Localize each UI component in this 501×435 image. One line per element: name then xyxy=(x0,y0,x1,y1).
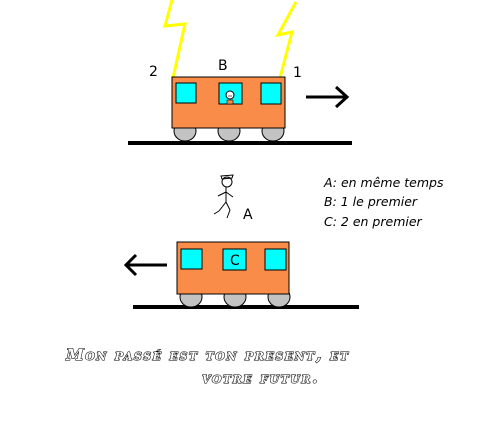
lightning-bolt-left xyxy=(162,0,187,79)
stick-figure-person-icon xyxy=(213,174,234,219)
person-a-label: A xyxy=(243,207,253,223)
train-window xyxy=(264,248,287,271)
arrow-right-icon xyxy=(306,85,350,109)
lightning-bolt-right xyxy=(275,1,298,79)
legend-line-c: C: 2 en premier xyxy=(324,214,423,229)
legend-line-b: B: 1 le premier xyxy=(324,194,418,209)
observer-1-label: 1 xyxy=(293,65,302,81)
train-window xyxy=(180,248,203,270)
caption-line-2: votre futur. xyxy=(202,368,319,387)
window-b-label: B xyxy=(218,58,228,74)
arrow-left-icon xyxy=(123,253,167,277)
caption-line-1: Mon passé est ton present, et xyxy=(65,345,350,364)
train-window xyxy=(175,82,197,104)
observer-2-label: 2 xyxy=(149,64,158,80)
legend-line-a: A: en même temps xyxy=(323,175,444,190)
passenger-icon xyxy=(225,90,235,105)
window-c-label: C xyxy=(230,253,240,269)
train-window xyxy=(260,82,282,105)
train-window-c xyxy=(222,248,247,271)
